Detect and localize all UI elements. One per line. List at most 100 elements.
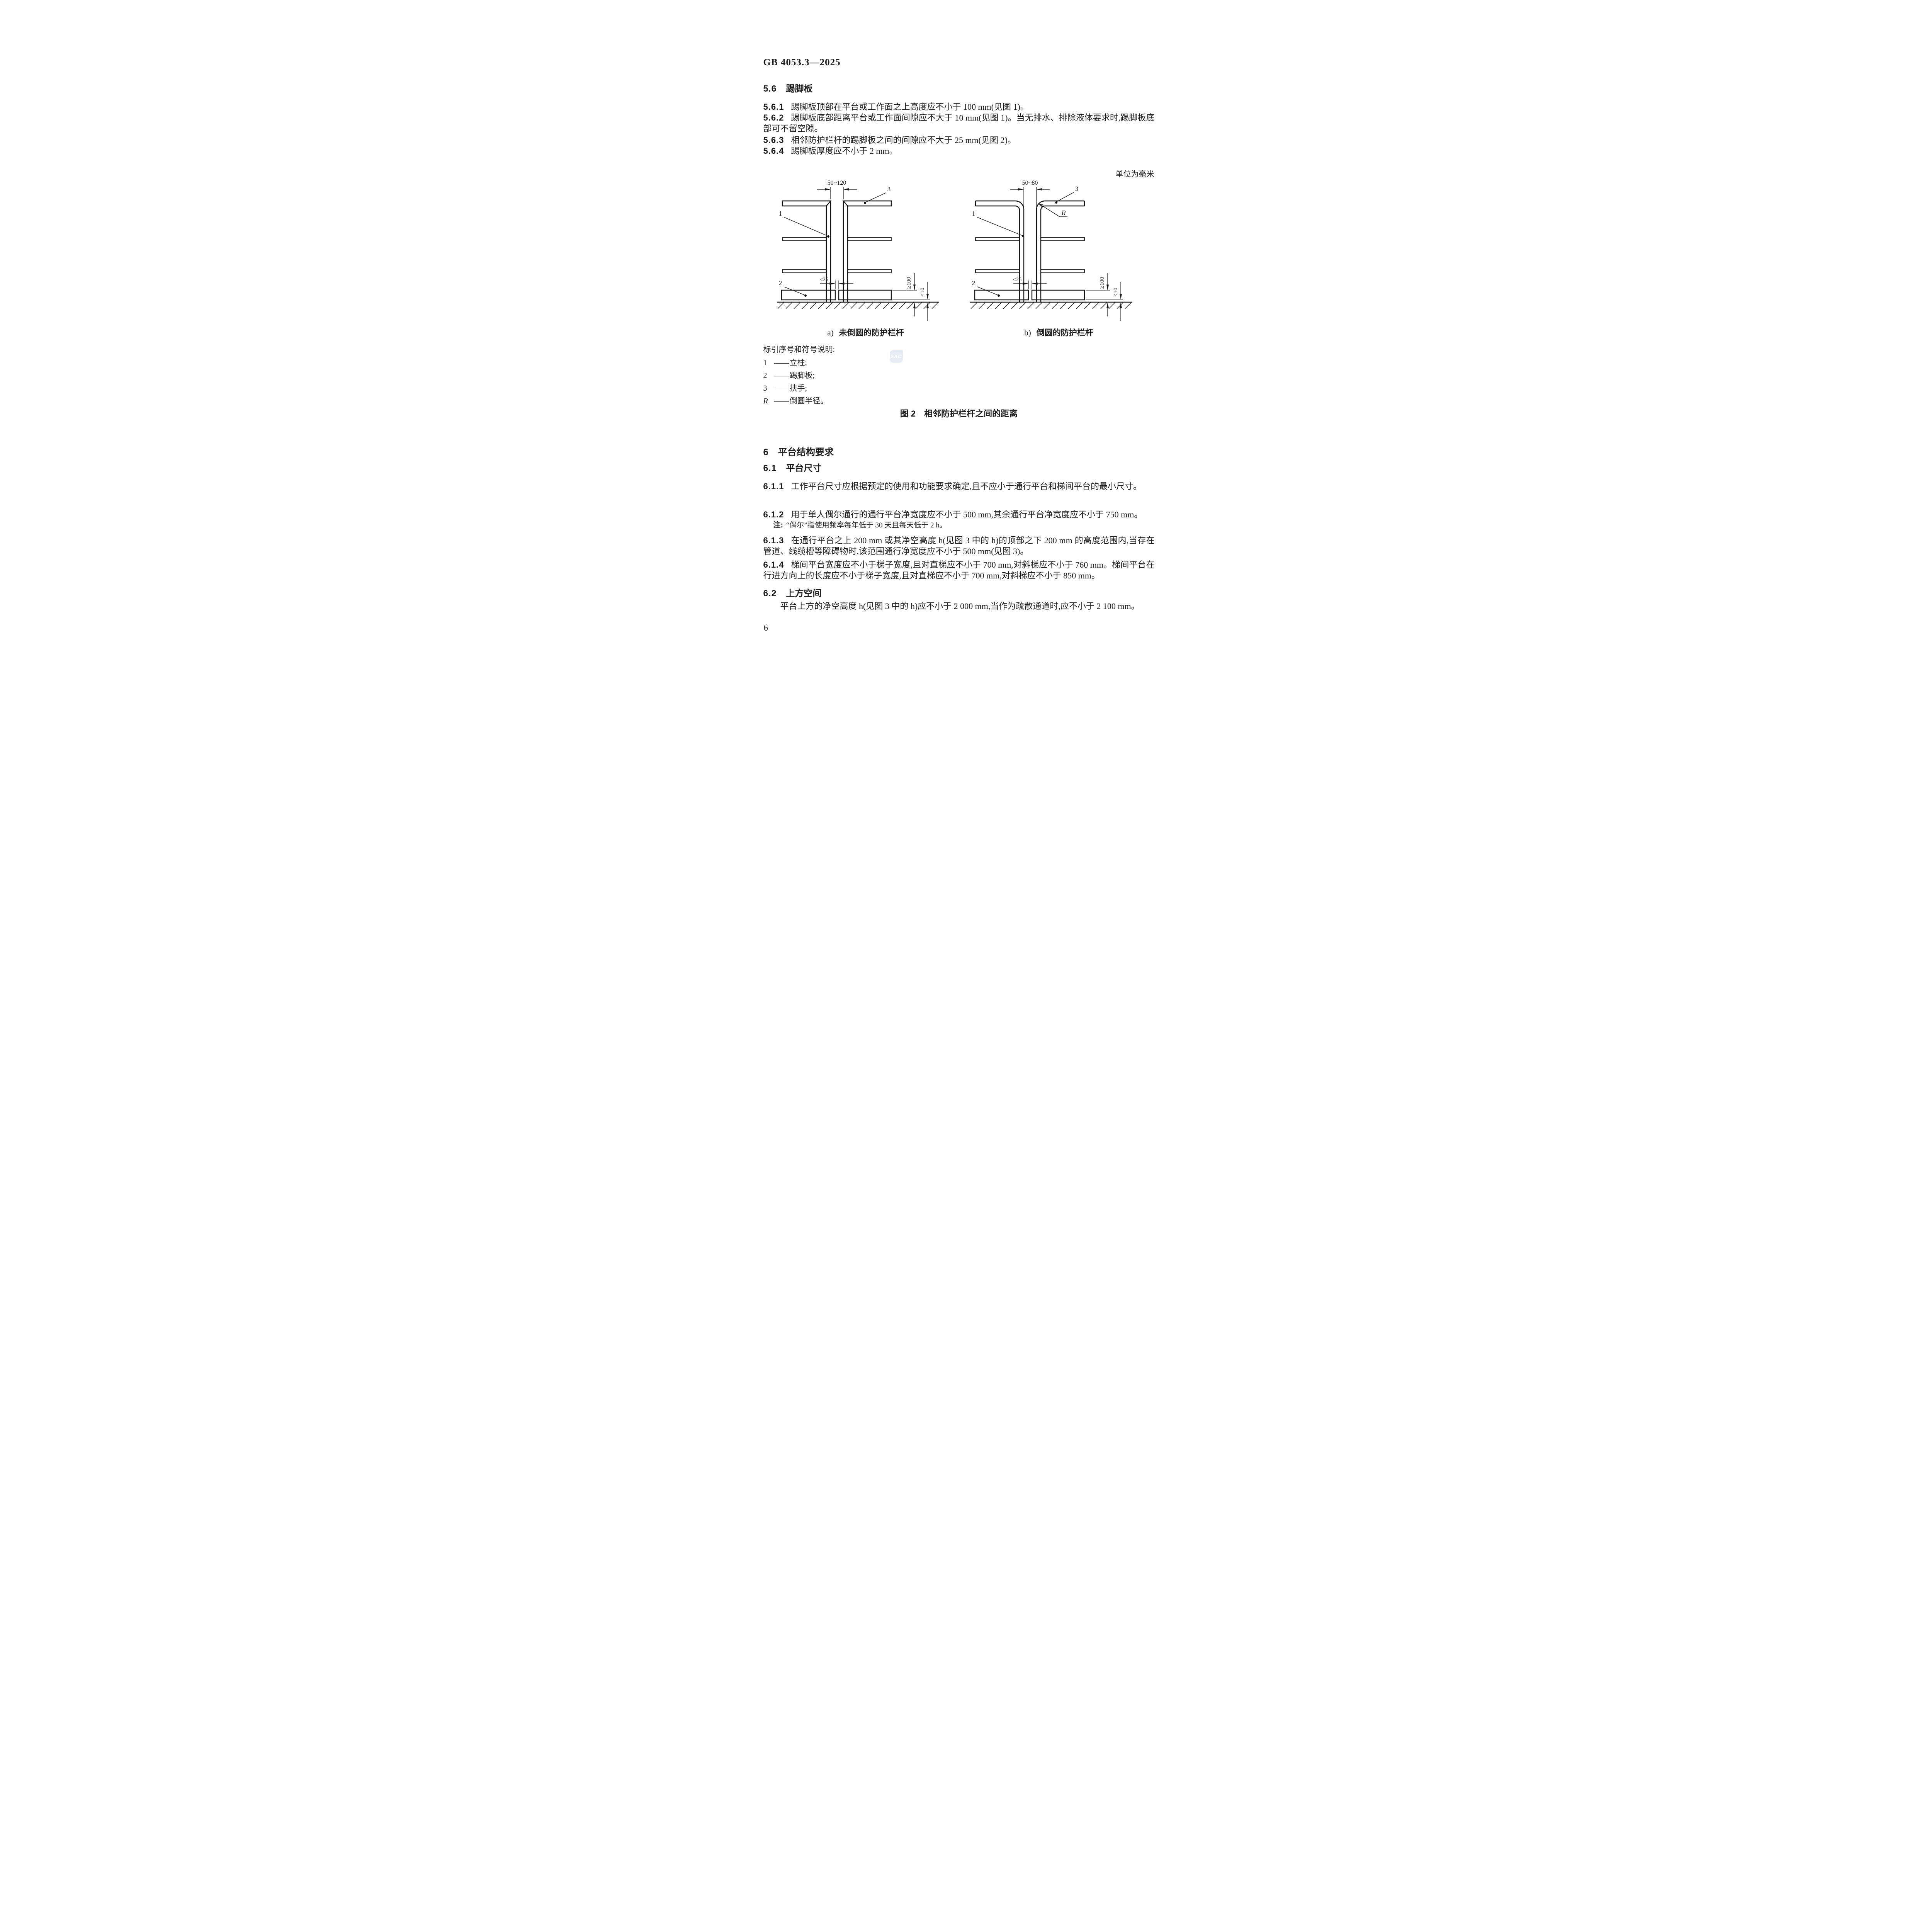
callout-1-post: 1 <box>972 210 975 217</box>
dim-label-top: 50~80 <box>1022 180 1038 186</box>
callout-3-handrail: 3 <box>887 185 891 193</box>
legend-heading: 标引序号和符号说明: <box>763 345 835 354</box>
toe-boards <box>974 289 1085 301</box>
clause-number: 6.2 <box>763 588 777 598</box>
clause-text: 梯间平台宽度应不小于梯子宽度,且对直梯应不小于 700 mm,对斜梯应不小于 7… <box>763 560 1155 580</box>
clause-number: 6.1.2 <box>763 510 784 519</box>
mid-rails <box>782 237 892 273</box>
legend-item-radius: R ——倒圆半径。 <box>763 395 828 406</box>
clause-text: 踢脚板顶部在平台或工作面之上高度应不小于 100 mm(见图 1)。 <box>791 102 1029 112</box>
dim-toeboard-gap-lines <box>820 281 853 289</box>
sac-watermark: SAC <box>889 350 903 363</box>
clause-5-6-4: 5.6.4 踢脚板厚度应不小于 2 mm。 <box>763 146 1155 156</box>
dim-label-clearance: ≤10 <box>919 287 926 296</box>
page-number: 6 <box>763 623 768 633</box>
figure-2b-drawing: 50~80 3 1 2 R ≤25 ≥100 ≤10 <box>970 180 1132 321</box>
clause-number: 6.1.3 <box>763 536 784 545</box>
clause-text: 踢脚板底部距离平台或工作面间隙应不大于 10 mm(见图 1)。当无排水、排除液… <box>763 113 1155 133</box>
dim-bottom-clearance-lines <box>1085 282 1123 321</box>
heading-text: 踢脚板 <box>786 83 813 94</box>
ground-hatching <box>970 302 1132 309</box>
clause-5-6-3: 5.6.3 相邻防护栏杆的踢脚板之间的间隙应不大于 25 mm(见图 2)。 <box>763 135 1155 146</box>
clause-text: 踢脚板厚度应不小于 2 mm。 <box>791 146 898 156</box>
dim-label-height: ≥100 <box>1099 277 1105 289</box>
caption-text: 未倒圆的防护栏杆 <box>839 328 904 337</box>
posts <box>1019 209 1041 302</box>
para-6-2: 平台上方的净空高度 h(见图 3 中的 h)应不小于 2 000 mm,当作为疏… <box>763 601 1155 612</box>
note-text: “偶尔”指使用频率每年低于 30 天且每天低于 2 h。 <box>786 521 947 529</box>
note-prefix: 注: <box>773 521 783 529</box>
posts <box>826 201 848 302</box>
heading-text: 平台结构要求 <box>778 447 834 457</box>
toe-boards <box>781 289 892 301</box>
clause-text: 平台上方的净空高度 h(见图 3 中的 h)应不小于 2 000 mm,当作为疏… <box>780 601 1140 611</box>
legend-dash: —— <box>774 384 789 393</box>
clause-text: 相邻防护栏杆的踢脚板之间的间隙应不大于 25 mm(见图 2)。 <box>791 135 1016 145</box>
legend-label: 踢脚板; <box>789 371 815 380</box>
dim-label-gap: ≤25 <box>1013 277 1021 283</box>
callout-1-post: 1 <box>778 210 782 217</box>
figure-2-title: 图 2 相邻防护栏杆之间的距离 <box>763 407 1155 419</box>
legend-item-handrail: 3——扶手; <box>763 382 807 393</box>
standard-code: GB 4053.3—2025 <box>763 57 841 68</box>
heading-5-6: 5.6 踢脚板 <box>763 81 813 94</box>
dim-label-top: 50~120 <box>827 180 846 186</box>
heading-6-2: 6.2 上方空间 <box>763 586 822 599</box>
ground-hatching <box>777 302 938 309</box>
dim-top-gap-lines <box>817 187 857 199</box>
legend-symbol: 1 <box>763 359 767 367</box>
handrail-bars <box>782 200 892 207</box>
figure-number: 图 2 <box>900 409 916 418</box>
heading-6: 6 平台结构要求 <box>763 444 834 458</box>
dim-bottom-clearance-lines <box>892 282 930 321</box>
figure-2a-drawing: 50~120 3 1 2 ≤25 ≥100 ≤10 <box>777 180 939 321</box>
radius-label: R <box>1061 209 1066 217</box>
dim-label-height: ≥100 <box>906 277 912 289</box>
dim-label-clearance: ≤10 <box>1113 287 1119 296</box>
callout-3-handrail: 3 <box>1075 185 1078 192</box>
callout-2-toeboard: 2 <box>778 279 782 287</box>
clause-6-1-2: 6.1.2 用于单人偶尔通行的通行平台净宽度应不小于 500 mm,其余通行平台净… <box>763 509 1155 520</box>
heading-text: 上方空间 <box>786 588 822 598</box>
caption-letter: a) <box>827 328 834 337</box>
clause-number: 5.6.2 <box>763 113 784 122</box>
legend-symbol: 2 <box>763 371 767 380</box>
figure-title-text: 相邻防护栏杆之间的距离 <box>924 409 1018 418</box>
dim-top-gap-lines <box>1010 187 1050 208</box>
legend-label: 立柱; <box>789 359 807 367</box>
clause-number: 5.6.4 <box>763 146 784 156</box>
leader-lines <box>783 192 886 297</box>
dim-toeboard-height-lines <box>1085 273 1110 316</box>
clause-number: 5.6 <box>763 83 777 94</box>
clause-number: 6.1.4 <box>763 560 784 570</box>
caption-subfig-b: b)倒圆的防护栏杆 <box>970 327 1148 338</box>
clause-text: 用于单人偶尔通行的通行平台净宽度应不小于 500 mm,其余通行平台净宽度应不小… <box>791 510 1143 519</box>
leader-lines <box>977 192 1074 297</box>
legend-item-toeboard: 2——踢脚板; <box>763 369 815 380</box>
clause-number: 5.6.3 <box>763 135 784 145</box>
caption-subfig-a: a) 未倒圆的防护栏杆 <box>777 327 955 338</box>
legend-symbol: R <box>763 397 768 405</box>
legend-label: 扶手; <box>789 384 807 393</box>
callout-2-toeboard: 2 <box>972 279 975 287</box>
legend-item-post: 1——立柱; <box>763 356 807 367</box>
handrail-bars <box>975 200 1085 211</box>
dim-toeboard-gap-lines <box>1013 281 1047 289</box>
dim-label-gap: ≤25 <box>819 277 828 283</box>
mid-rails <box>975 237 1085 273</box>
unit-note: 单位为毫米 <box>1115 170 1154 179</box>
note-occasional: 注:“偶尔”指使用频率每年低于 30 天且每天低于 2 h。 <box>773 521 1144 530</box>
dim-toeboard-height-lines <box>892 273 917 316</box>
heading-text: 平台尺寸 <box>786 463 822 473</box>
radius-leader <box>1038 203 1067 217</box>
clause-number: 6 <box>763 447 769 457</box>
clause-number: 6.1.1 <box>763 481 784 491</box>
legend-label: 倒圆半径。 <box>789 397 828 405</box>
legend-dash: —— <box>774 397 789 405</box>
